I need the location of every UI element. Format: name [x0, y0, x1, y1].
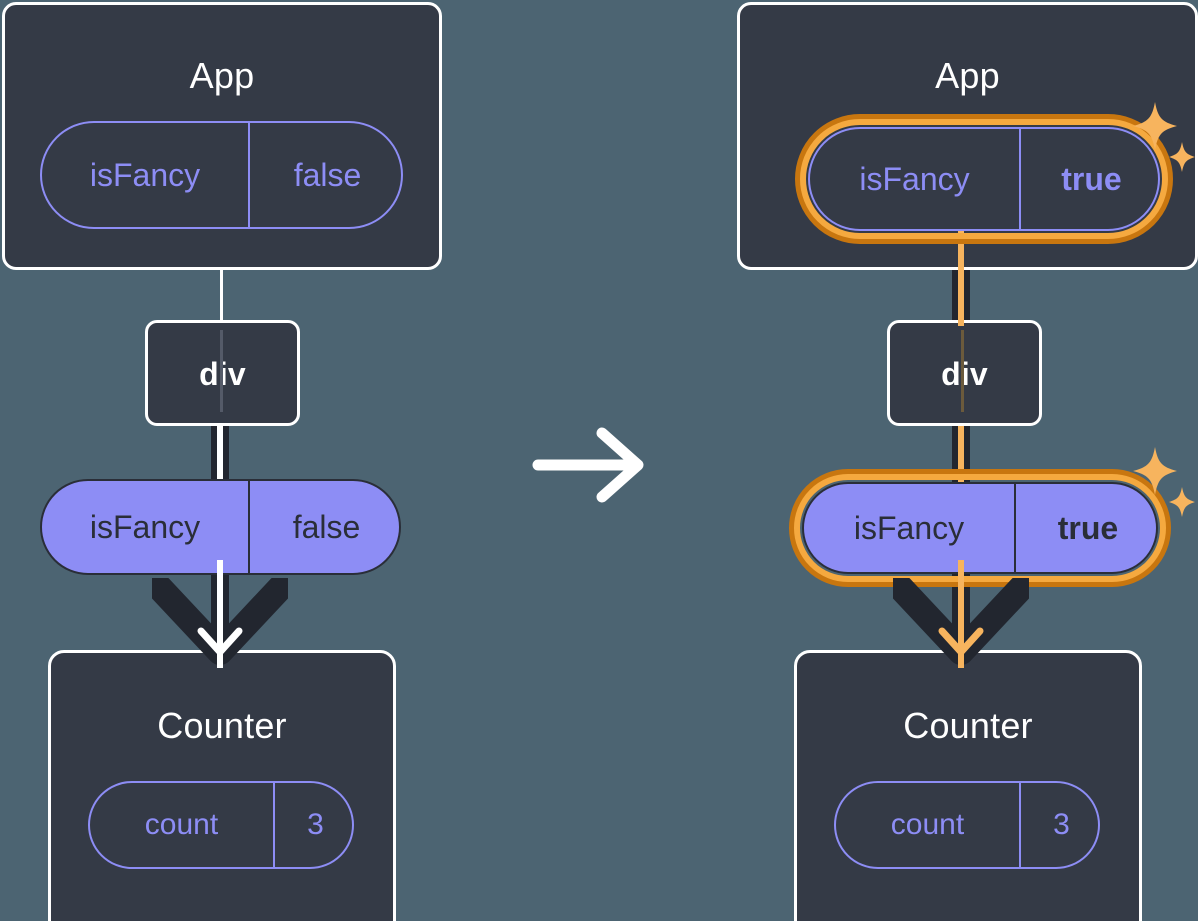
- component-box-div: div: [887, 320, 1042, 426]
- connector-props-to-counter-inner: [958, 560, 964, 668]
- component-title-app: App: [189, 55, 255, 96]
- component-title-div: div: [941, 356, 988, 392]
- state-pill-app-key: isFancy: [89, 156, 201, 193]
- state-pill-app-key: isFancy: [859, 160, 970, 197]
- arrow-down-icon-accent: [893, 578, 1029, 674]
- props-pill-isfancy: isFancy true: [802, 482, 1158, 574]
- connector-inside-div: [961, 330, 964, 412]
- state-pill-counter-key: count: [890, 808, 965, 841]
- state-pill-counter-key: count: [144, 808, 219, 841]
- arrow-down-icon-light: [152, 578, 288, 674]
- connector-app-to-div: [220, 268, 223, 324]
- state-pill-counter-value: 3: [273, 783, 356, 867]
- panel-before: App isFancy false div isFancy false: [0, 0, 461, 921]
- connector-inside-div: [220, 330, 223, 412]
- state-pill-app: isFancy true: [808, 127, 1160, 231]
- component-title-counter: Counter: [903, 705, 1033, 746]
- state-pill-app-value: false: [248, 123, 405, 227]
- props-pill-isfancy: isFancy false: [40, 479, 401, 575]
- component-title-app: App: [935, 55, 1000, 96]
- connector-props-to-counter-inner: [217, 560, 223, 668]
- connector-div-to-props-inner: [958, 420, 964, 490]
- props-pill-value: false: [248, 481, 403, 573]
- props-pill-key: isFancy: [89, 508, 201, 545]
- arrow-right-icon: [530, 425, 650, 505]
- panel-after: App isFancy true div isFancy true: [737, 0, 1198, 921]
- props-pill-value: true: [1014, 484, 1160, 572]
- state-pill-app: isFancy false: [40, 121, 403, 229]
- connector-app-to-div-inner: [958, 230, 964, 326]
- state-pill-app-value: true: [1019, 129, 1162, 229]
- component-title-counter: Counter: [157, 705, 287, 746]
- state-pill-counter-value: 3: [1019, 783, 1102, 867]
- props-pill-key: isFancy: [853, 509, 965, 546]
- connector-div-to-props-inner: [217, 420, 223, 490]
- state-pill-counter: count 3: [88, 781, 354, 869]
- state-pill-counter: count 3: [834, 781, 1100, 869]
